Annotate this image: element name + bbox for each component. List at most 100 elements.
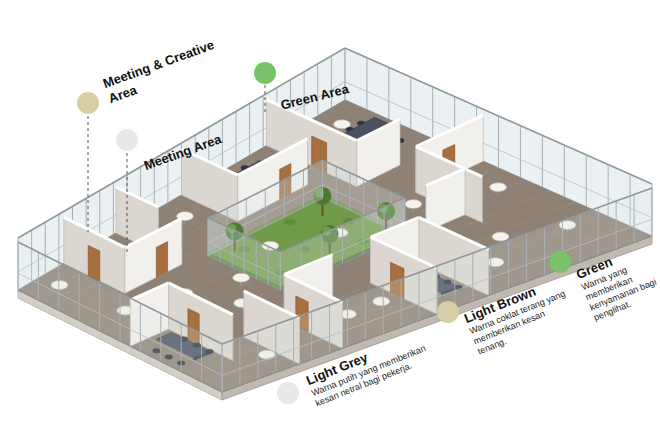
window-mullion (293, 318, 294, 366)
wall-top (416, 115, 483, 146)
leader-line (88, 116, 89, 232)
window-mullion (18, 242, 19, 290)
window-mullion (201, 334, 202, 382)
window-mullion (322, 160, 323, 198)
wall-top (130, 283, 168, 300)
window-mullion (99, 283, 100, 331)
window-mullion (120, 293, 121, 341)
chair (419, 209, 426, 213)
chair (247, 283, 254, 287)
chair (486, 194, 493, 198)
round-table (405, 200, 422, 209)
chair (229, 285, 236, 289)
wall-top (419, 217, 489, 249)
window-mullion (652, 188, 653, 236)
window-frame (208, 218, 280, 252)
window-mullion (256, 241, 257, 279)
legend-swatch (277, 382, 299, 404)
window-mullion (79, 273, 80, 321)
window-mullion (58, 214, 59, 266)
window-frame (208, 160, 323, 218)
window-mullion (598, 208, 599, 256)
legend-entry: Light BrownWarna coklat terang yang memb… (462, 273, 577, 357)
window-mullion (257, 331, 258, 379)
window-mullion (239, 338, 240, 386)
window-mullion (365, 292, 366, 340)
window-mullion (303, 170, 304, 208)
window-mullion (586, 155, 587, 207)
window-mullion (366, 58, 367, 110)
door (88, 245, 100, 281)
window-mullion (616, 201, 617, 249)
wall-top (64, 217, 125, 247)
window-rail (18, 273, 222, 375)
window-mullion (275, 325, 276, 373)
chair (504, 192, 511, 196)
front-glass-group (18, 188, 652, 392)
window-mullion (564, 145, 565, 197)
window-frame (222, 188, 652, 344)
shrub (284, 219, 296, 225)
window-sill (208, 256, 280, 290)
window-mullion (580, 214, 581, 262)
window-mullion (58, 262, 59, 310)
window-mullion (342, 225, 343, 263)
chair (191, 221, 198, 225)
round-table (492, 232, 509, 241)
wall-top (169, 283, 233, 315)
window-mullion (542, 135, 543, 187)
leader-line (265, 85, 266, 114)
window-mullion (388, 67, 389, 119)
callout-dot (116, 129, 138, 151)
window-mullion (222, 344, 223, 392)
window-mullion (236, 111, 237, 163)
window-mullion (140, 303, 141, 351)
window-mullion (232, 229, 233, 267)
wall-top (244, 291, 300, 318)
window-mullion (208, 218, 209, 256)
window-sill (222, 236, 652, 392)
area-label: Meeting Area (142, 116, 265, 174)
interior-wall (357, 119, 400, 187)
window-mullion (490, 247, 491, 295)
legend-swatch (437, 301, 459, 323)
window-mullion (336, 167, 337, 205)
wall-top (371, 237, 437, 268)
wall-top (284, 255, 333, 275)
window-mullion (246, 199, 247, 237)
wall-top (426, 169, 465, 186)
window-mullion (363, 179, 364, 217)
window-mullion (244, 235, 245, 273)
window-mullion (268, 246, 269, 284)
round-table (233, 273, 250, 282)
window-mullion (263, 96, 264, 148)
window-mullion (329, 305, 330, 353)
area-label: Meeting & Creative Area (101, 31, 239, 107)
window-mullion (454, 260, 455, 308)
round-table (490, 183, 507, 192)
window-frame (323, 160, 405, 198)
window-mullion (113, 183, 114, 235)
window-mullion (311, 312, 312, 360)
leader-line (127, 153, 128, 252)
window-mullion (38, 252, 39, 300)
area-label: Green Area (279, 71, 390, 113)
window-frame (18, 242, 222, 344)
wall-top (371, 217, 419, 237)
window-mullion (18, 238, 19, 290)
window-mullion (280, 252, 281, 290)
window-mullion (634, 195, 635, 243)
glass-panel (18, 242, 222, 392)
window-mullion (249, 103, 250, 155)
window-mullion (265, 189, 266, 227)
window-mullion (472, 253, 473, 301)
callout-dot (77, 92, 99, 114)
window-mullion (410, 77, 411, 129)
window-mullion (520, 126, 521, 178)
window-mullion (222, 344, 223, 392)
legend-swatch (549, 251, 571, 273)
wall-top (238, 139, 308, 176)
